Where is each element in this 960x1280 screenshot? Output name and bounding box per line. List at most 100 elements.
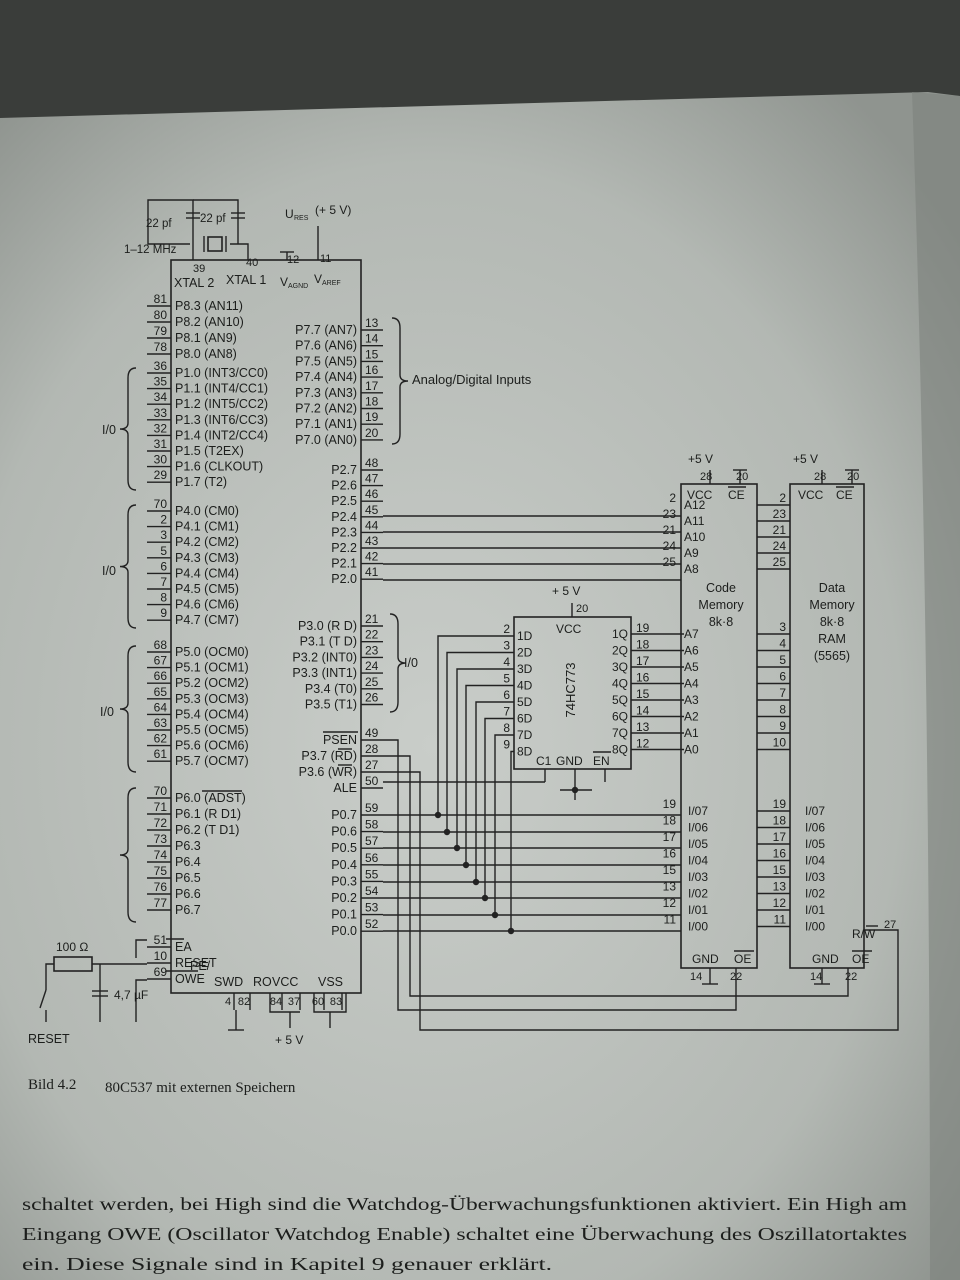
pin-number: 35 bbox=[154, 375, 168, 389]
pin-label: P5.1 (OCM1) bbox=[175, 661, 249, 675]
pin-number: 15 bbox=[773, 863, 787, 877]
owe-wire bbox=[135, 979, 147, 1022]
junction-dot bbox=[472, 878, 480, 886]
pin-label: A6 bbox=[684, 644, 699, 658]
pin-number: 32 bbox=[154, 421, 168, 435]
pin-number: 29 bbox=[154, 468, 168, 482]
junction-dot bbox=[453, 844, 461, 852]
pin-number: 2 bbox=[669, 491, 676, 505]
cap-label: 22 pf bbox=[146, 218, 172, 230]
pin-label: P2.4 bbox=[331, 510, 357, 524]
memory-title: Code bbox=[706, 581, 736, 595]
pin-label: P1.6 (CLKOUT) bbox=[175, 460, 263, 474]
pin-number: 7 bbox=[779, 686, 786, 700]
pin-number: 12 bbox=[636, 737, 650, 751]
pin-number: 40 bbox=[246, 257, 258, 269]
pin-label: 3D bbox=[517, 662, 533, 676]
pin-label: I/07 bbox=[688, 804, 708, 818]
ro-label: RO bbox=[253, 975, 272, 989]
pin-number: 33 bbox=[154, 406, 168, 420]
pin-number: 45 bbox=[365, 503, 379, 517]
pin-number: 56 bbox=[365, 851, 379, 865]
wr-wire bbox=[383, 771, 899, 1031]
pin-number: 22 bbox=[730, 971, 742, 983]
pin-label: I/06 bbox=[805, 821, 825, 835]
pin-label: P8.1 (AN9) bbox=[175, 331, 237, 345]
pin-number: 69 bbox=[154, 965, 168, 979]
pin-label: P5.0 (OCM0) bbox=[175, 645, 249, 659]
pin-number: 37 bbox=[288, 996, 300, 1008]
pin-number: 78 bbox=[154, 340, 168, 354]
pin-label: P5.2 (OCM2) bbox=[175, 676, 249, 690]
pin-number: 54 bbox=[365, 884, 379, 898]
memory-title: Data bbox=[819, 581, 845, 595]
pin-number: 18 bbox=[636, 638, 650, 652]
latch-input-wire bbox=[475, 701, 514, 882]
pin-number: 44 bbox=[365, 518, 379, 532]
latch-input-wire bbox=[465, 684, 514, 865]
supply-label: +5 V bbox=[793, 452, 818, 466]
pin-number: 22 bbox=[845, 971, 857, 983]
vss-label: VSS bbox=[318, 975, 343, 989]
pin-label: P1.4 (INT2/CC4) bbox=[175, 428, 268, 442]
pin-label: 5D bbox=[517, 695, 533, 709]
pin-label: P8.3 (AN11) bbox=[175, 299, 243, 313]
pin-number: 11 bbox=[774, 913, 787, 927]
pin-number: 71 bbox=[154, 800, 168, 814]
pin-label: I/02 bbox=[688, 887, 708, 901]
pin-number: 13 bbox=[365, 316, 379, 330]
memory-title: (5565) bbox=[814, 649, 850, 663]
junction-dot bbox=[491, 911, 499, 919]
pin-label: P3.4 (T0) bbox=[305, 682, 357, 696]
pin-number: 20 bbox=[736, 471, 748, 483]
pin-number: 39 bbox=[193, 263, 205, 275]
pin-number: 19 bbox=[663, 797, 677, 811]
pin-number: 19 bbox=[365, 410, 379, 424]
pin-number: 80 bbox=[154, 308, 168, 322]
pin-label: I/07 bbox=[805, 804, 825, 818]
pin-number: 20 bbox=[365, 426, 379, 440]
pin-number: 9 bbox=[503, 738, 510, 752]
pin-label: P7.2 (AN2) bbox=[295, 402, 357, 416]
vcc-label: VCC bbox=[798, 488, 824, 502]
pin-number: 55 bbox=[365, 867, 379, 881]
pin-label: P7.1 (AN1) bbox=[295, 417, 357, 431]
cap-label: 4,7 µF bbox=[114, 988, 148, 1002]
latch-input-wire bbox=[456, 668, 514, 848]
pin-label: 3Q bbox=[612, 660, 628, 674]
pin-number: 21 bbox=[663, 523, 677, 537]
pin-label: I/00 bbox=[805, 920, 825, 934]
pin-label: P1.7 (T2) bbox=[175, 475, 227, 489]
pin-label: P6.7 bbox=[175, 903, 201, 917]
pin-label: A8 bbox=[684, 562, 699, 576]
pin-number: 72 bbox=[154, 816, 168, 830]
pin-number: 2 bbox=[779, 491, 786, 505]
pe-label: PE/ bbox=[190, 959, 211, 973]
pin-number: 34 bbox=[154, 390, 168, 404]
pin-number: 19 bbox=[773, 797, 787, 811]
pin-number: 14 bbox=[636, 704, 650, 718]
pin-label: A9 bbox=[684, 546, 699, 560]
page-edge bbox=[912, 92, 960, 1280]
junction-dots bbox=[434, 786, 579, 935]
pin-label: P5.4 (OCM4) bbox=[175, 707, 249, 721]
pin-label: P0.1 bbox=[331, 908, 357, 922]
pin-label: 4Q bbox=[612, 677, 628, 691]
pin-number: 13 bbox=[663, 880, 677, 894]
pin-label: P4.5 (CM5) bbox=[175, 582, 239, 596]
crystal-label: 1–12 MHz bbox=[124, 244, 177, 256]
pin-label: P6.2 (T D1) bbox=[175, 823, 239, 837]
pin-number: 61 bbox=[154, 747, 168, 761]
pin-number: 22 bbox=[365, 628, 379, 642]
pin-number: 47 bbox=[365, 472, 379, 486]
code-memory-outline bbox=[680, 483, 758, 969]
pin-number: 36 bbox=[154, 359, 168, 373]
xtal-wire bbox=[230, 243, 249, 260]
pin-label: A5 bbox=[684, 660, 699, 674]
pin-label: P7.6 (AN6) bbox=[295, 339, 357, 353]
pin-label: ALE bbox=[333, 781, 357, 795]
pin-label: I/05 bbox=[688, 837, 708, 851]
pin-number: 62 bbox=[154, 732, 168, 746]
pin-label: P7.5 (AN5) bbox=[295, 354, 357, 368]
pin-number: 57 bbox=[365, 834, 379, 848]
